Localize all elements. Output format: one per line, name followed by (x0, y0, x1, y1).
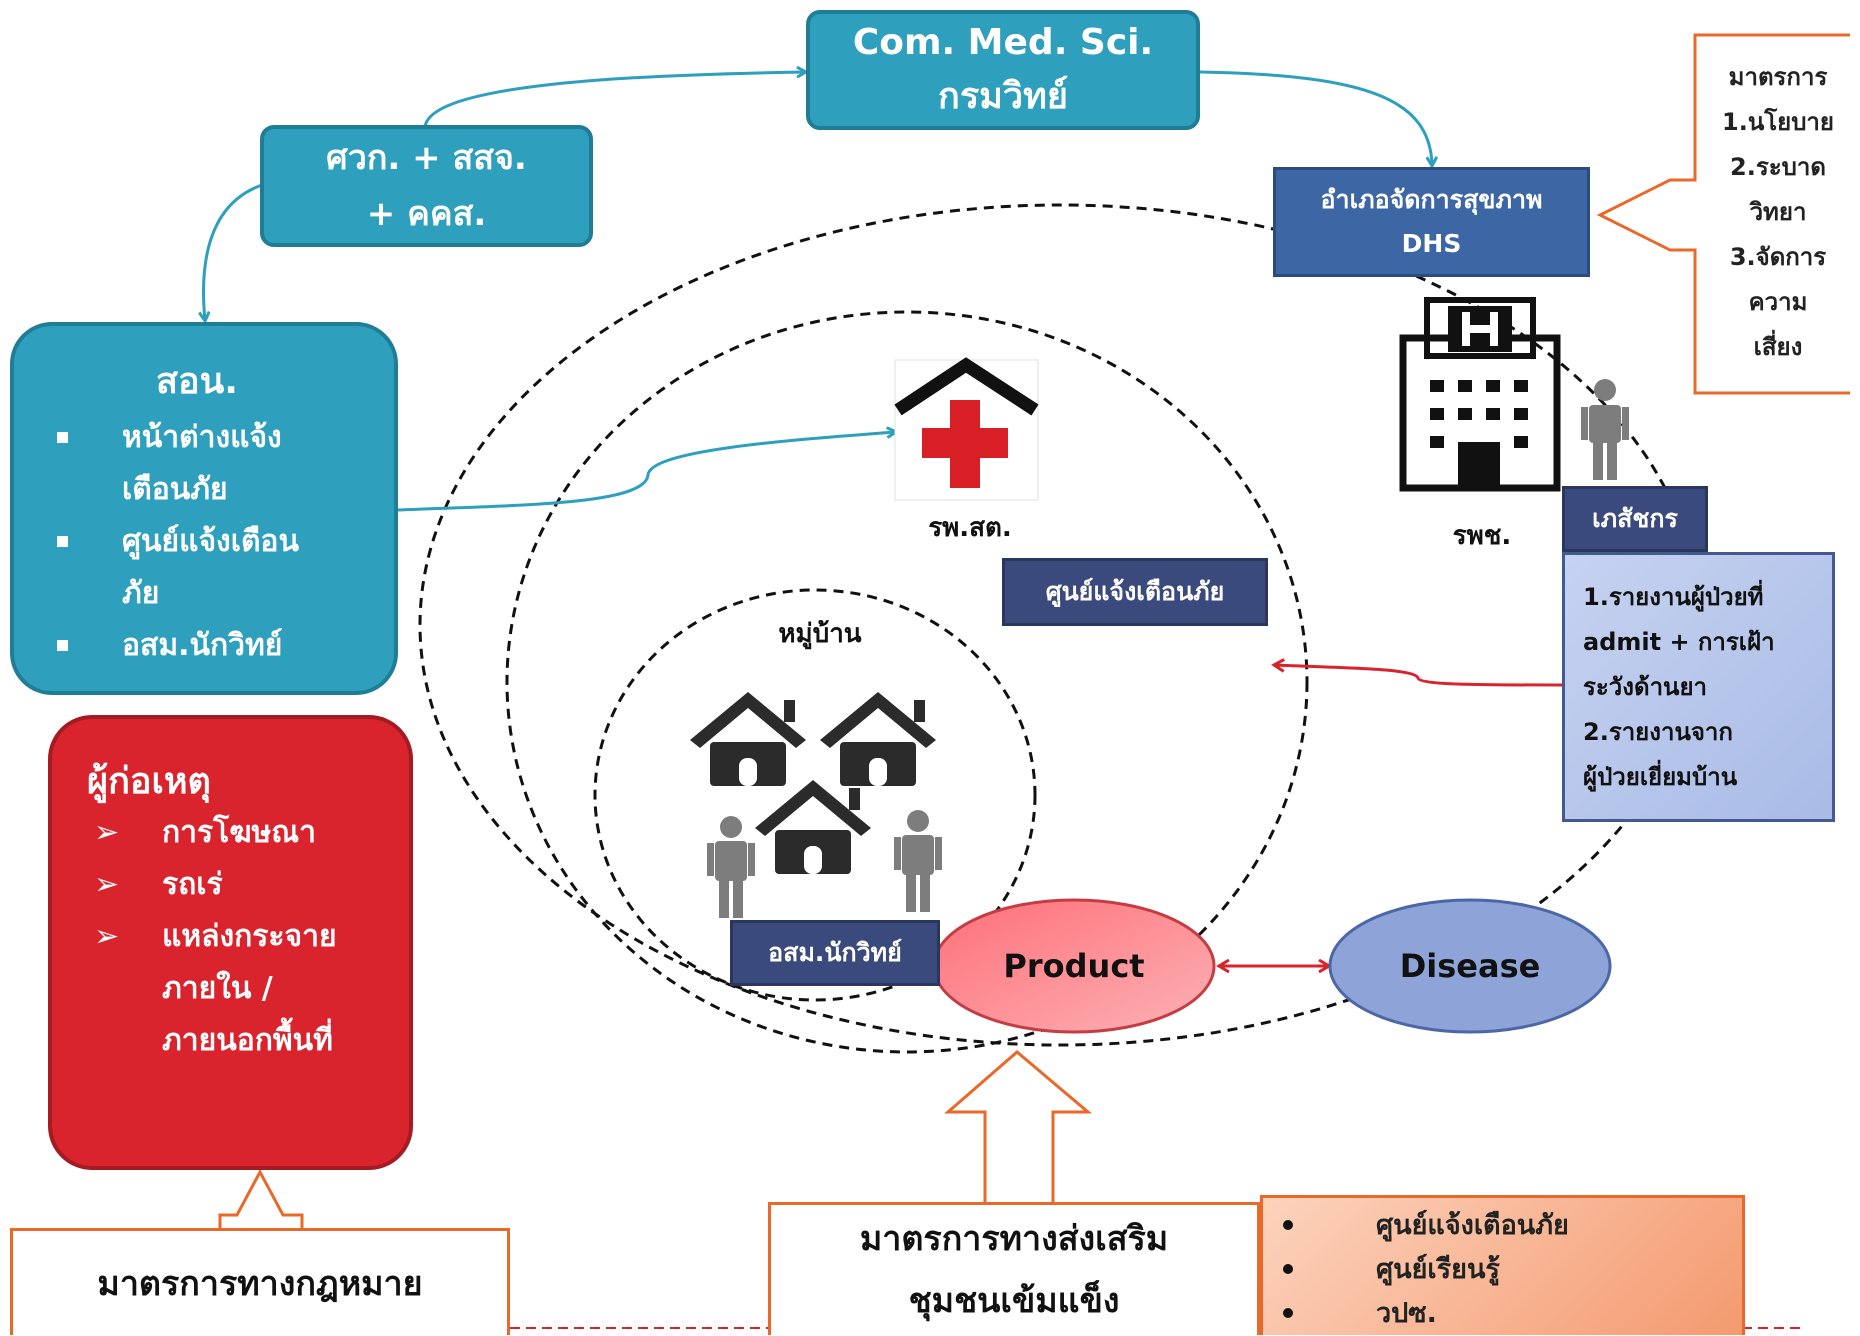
measures-line-title: มาตรการ (1728, 63, 1828, 91)
report-line-2: admit + การเฝ้า (1583, 628, 1775, 656)
dmsc-title: Com. Med. Sci. (852, 22, 1154, 63)
report-line-3: ระวังด้านยา (1583, 673, 1707, 701)
report-line-5: ผู้ป่วยเยี่ยมบ้าน (1583, 763, 1738, 791)
coordination-line2: + คคส. (366, 194, 487, 234)
disease-node: Disease (1330, 900, 1610, 1032)
disease-ellipse (1328, 898, 1612, 1034)
health-center-icon (894, 357, 1039, 501)
legal-measures-box: มาตรการทางกฎหมาย (10, 1228, 510, 1335)
community-measures-line1: มาตรการทางส่งเสริม (859, 1219, 1169, 1259)
culprit-item-mobile-vendor: รถเร่ (52, 859, 382, 911)
coordination-box: ศวก. + สสจ. + คคส. (260, 125, 593, 247)
disease-label: Disease (1399, 947, 1541, 985)
dmsc-box: Com. Med. Sci. กรมวิทย์ (806, 10, 1200, 130)
measures-line-epi-2: วิทยา (1749, 198, 1807, 226)
measures-line-policy: 1.นโยบาย (1722, 108, 1834, 136)
son-title: สอน. (156, 361, 238, 402)
villager-right-icon (894, 810, 942, 912)
dhs-abbr: DHS (1401, 229, 1462, 258)
village-label: หมู่บ้าน (778, 619, 862, 649)
coord-to-son-arrow (204, 183, 263, 320)
community-measures-line2: ชุมชนเข้มแข็ง (908, 1281, 1120, 1321)
alert-center-label: ศูนย์แจ้งเตือนภัย (1045, 577, 1225, 606)
village-boundary-ellipse (593, 588, 1037, 1002)
community-item-learning-center: ศูนย์เรียนรู้ (1263, 1248, 1742, 1292)
community-up-arrow (943, 1050, 1093, 1205)
report-box: 1.รายงานผู้ป่วยที่ admit + การเฝ้า ระวัง… (1562, 552, 1835, 822)
hospital-icon (1399, 297, 1561, 492)
measures-text: มาตรการ 1.นโยบาย 2.ระบาด วิทยา 3.จัดการ … (1698, 55, 1858, 370)
community-item-vpc: วปซ. (1263, 1292, 1742, 1336)
coordination-line1: ศวก. + สสจ. (326, 138, 527, 178)
village-houses-icon (690, 692, 936, 874)
subdistrict-boundary-ellipse (505, 310, 1309, 1054)
alert-center-box: ศูนย์แจ้งเตือนภัย (1002, 558, 1268, 626)
hospital-label: รพช. (1452, 521, 1512, 551)
culprit-title: ผู้ก่อเหตุ (87, 761, 211, 802)
son-item-warning-window: หน้าต่างแจ้งเตือนภัย (14, 412, 314, 516)
volunteer-box: อสม.นักวิทย์ (730, 920, 940, 986)
legal-up-arrow (218, 1168, 304, 1228)
pharmacist-label: เภสัชกร (1592, 504, 1678, 533)
measures-line-risk-1: 3.จัดการ (1729, 243, 1827, 271)
culprit-item-advertising: การโฆษณา (52, 807, 382, 859)
health-center-label: รพ.สต. (928, 513, 1012, 543)
dhs-title: อำเภอจัดการสุขภาพ (1320, 185, 1543, 214)
report-line-4: 2.รายงานจาก (1583, 718, 1733, 746)
son-list: หน้าต่างแจ้งเตือนภัย ศูนย์แจ้งเตือนภัย อ… (14, 412, 314, 672)
report-to-district-arrow (1275, 665, 1563, 687)
community-item-alert-center: ศูนย์แจ้งเตือนภัย (1263, 1204, 1742, 1248)
community-list-box: ศูนย์แจ้งเตือนภัย ศูนย์เรียนรู้ วปซ. (1260, 1195, 1745, 1335)
culprit-item-distribution-source: แหล่งกระจาย ภายใน / ภายนอกพื้นที่ (52, 911, 382, 1067)
product-label: Product (1003, 947, 1145, 985)
volunteer-label: อสม.นักวิทย์ (768, 938, 902, 967)
community-measures-box: มาตรการทางส่งเสริม ชุมชนเข้มแข็ง (768, 1202, 1260, 1335)
son-item-volunteer: อสม.นักวิทย์ (14, 620, 314, 672)
dmsc-subtitle: กรมวิทย์ (938, 76, 1068, 117)
legal-measures-label: มาตรการทางกฎหมาย (97, 1264, 423, 1304)
dhs-box: อำเภอจัดการสุขภาพ DHS (1273, 167, 1590, 277)
culprit-list: การโฆษณา รถเร่ แหล่งกระจาย ภายใน / ภายนอ… (52, 807, 382, 1067)
son-item-alert-center: ศูนย์แจ้งเตือนภัย (14, 516, 314, 620)
community-list: ศูนย์แจ้งเตือนภัย ศูนย์เรียนรู้ วปซ. (1263, 1204, 1742, 1336)
measures-line-epi-1: 2.ระบาด (1730, 153, 1826, 181)
dmsc-to-dhs-arrow (1199, 70, 1432, 165)
pharmacist-box: เภสัชกร (1562, 486, 1708, 552)
report-line-1: 1.รายงานผู้ป่วยที่ (1583, 583, 1764, 611)
measures-line-risk-2: ความ (1748, 288, 1808, 316)
measures-line-risk-3: เสี่ยง (1753, 333, 1803, 361)
coord-to-dmsc-arrow (423, 72, 805, 128)
pharmacist-person-icon (1581, 379, 1629, 480)
son-box: สอน. หน้าต่างแจ้งเตือนภัย ศูนย์แจ้งเตือน… (10, 322, 398, 695)
product-node: Product (934, 900, 1214, 1032)
culprit-box: ผู้ก่อเหตุ การโฆษณา รถเร่ แหล่งกระจาย ภา… (48, 715, 413, 1170)
son-to-rpst-arrow (397, 432, 895, 512)
villager-left-icon (707, 816, 755, 918)
measures-pointer-arrow (1596, 33, 1850, 395)
